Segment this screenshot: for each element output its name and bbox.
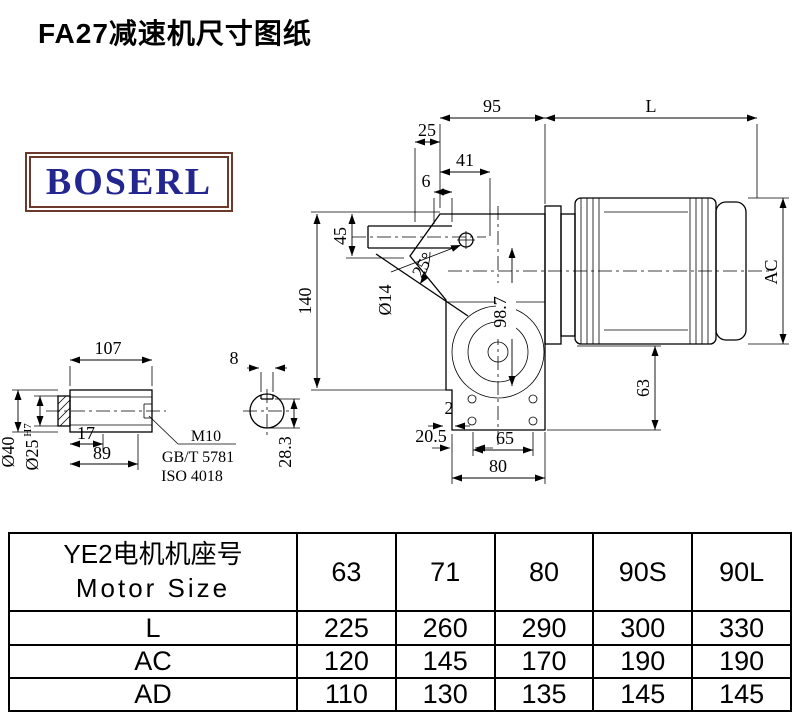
cell-AC-90L: 190 xyxy=(691,644,792,679)
cell-AD-90L: 145 xyxy=(691,677,792,712)
dim-8-label: 8 xyxy=(230,348,239,368)
dim-95-label: 95 xyxy=(483,96,501,116)
table-row-L: L 225 260 290 300 330 xyxy=(8,610,792,646)
shaft-section-view xyxy=(249,393,285,429)
header-line2: Motor Size xyxy=(75,573,231,603)
dim-63-label: 63 xyxy=(633,379,653,397)
dim-dia14-label: Ø14 xyxy=(375,285,395,316)
cell-L-63: 225 xyxy=(296,610,397,646)
motor-size-table: YE2电机机座号 Motor Size 63 71 80 90S 90L L 2… xyxy=(8,532,792,712)
dim-h7-tolerance-label: H7 xyxy=(22,423,34,437)
header-line1: YE2电机机座号 xyxy=(63,539,243,570)
dim-17-label: 17 xyxy=(77,423,95,443)
dim-28-3-label: 28.3 xyxy=(275,436,295,468)
table-row-AC: AC 120 145 170 190 190 xyxy=(8,644,792,679)
boserl-logo-text: BOSERL xyxy=(45,161,213,203)
col-header-90S: 90S xyxy=(592,532,694,612)
cell-AD-63: 110 xyxy=(296,677,397,712)
dim-20-5-label: 20.5 xyxy=(415,426,447,446)
cell-AC-63: 120 xyxy=(296,644,397,679)
dim-45-label: 45 xyxy=(330,227,350,245)
cell-L-90L: 330 xyxy=(691,610,792,646)
output-shaft-detail xyxy=(57,389,236,445)
page-title: FA27减速机尺寸图纸 xyxy=(38,18,312,49)
boserl-logo-box: BOSERL xyxy=(25,152,233,212)
col-header-80: 80 xyxy=(493,532,595,612)
dim-107-label: 107 xyxy=(95,338,122,358)
centerlines xyxy=(46,206,772,446)
dim-65-label: 65 xyxy=(496,428,514,448)
dim-angle25-label: 25° xyxy=(408,249,438,281)
dim-6-label: 6 xyxy=(422,171,431,191)
dim-98-7-label: 98.7 xyxy=(490,296,510,328)
cell-AC-90S: 190 xyxy=(592,644,694,679)
dim-AC-label: AC xyxy=(761,259,781,284)
col-header-71: 71 xyxy=(394,532,496,612)
thread-spec-m10: M10 xyxy=(191,428,221,445)
dim-140-label: 140 xyxy=(295,288,315,315)
row-label-AC: AC xyxy=(8,644,298,679)
cell-AD-80: 135 xyxy=(493,677,595,712)
cell-L-71: 260 xyxy=(394,610,496,646)
cell-L-90S: 300 xyxy=(592,610,694,646)
cell-AC-80: 170 xyxy=(493,644,595,679)
thread-spec-gbt: GB/T 5781 xyxy=(162,449,234,466)
motor xyxy=(544,197,747,345)
cell-AC-71: 145 xyxy=(394,644,496,679)
table-row-AD: AD 110 130 135 145 145 xyxy=(8,677,792,712)
dim-2-label: 2 xyxy=(445,398,454,418)
cell-L-80: 290 xyxy=(493,610,595,646)
row-label-L: L xyxy=(8,610,298,646)
dim-L-label: L xyxy=(646,96,657,116)
col-header-90L: 90L xyxy=(691,532,792,612)
row-label-AD: AD xyxy=(8,677,298,712)
dim-dia25-label: Ø25 xyxy=(22,440,42,471)
cell-AD-90S: 145 xyxy=(592,677,694,712)
dim-dia40-label: Ø40 xyxy=(0,437,18,468)
col-header-63: 63 xyxy=(296,532,397,612)
gearbox-dimension-drawing: 95 L 25 41 6 45 140 xyxy=(0,96,789,485)
thread-spec-iso: ISO 4018 xyxy=(161,468,223,485)
dim-80-label: 80 xyxy=(489,456,507,476)
dim-41-label: 41 xyxy=(456,150,474,170)
table-header-row: YE2电机机座号 Motor Size 63 71 80 90S 90L xyxy=(8,532,792,612)
cell-AD-71: 130 xyxy=(394,677,496,712)
dim-25-label: 25 xyxy=(418,120,436,140)
header-motor-size: YE2电机机座号 Motor Size xyxy=(8,532,298,612)
dim-89-label: 89 xyxy=(93,443,111,463)
dimension-annotations: 95 L 25 41 6 45 140 xyxy=(0,96,789,485)
